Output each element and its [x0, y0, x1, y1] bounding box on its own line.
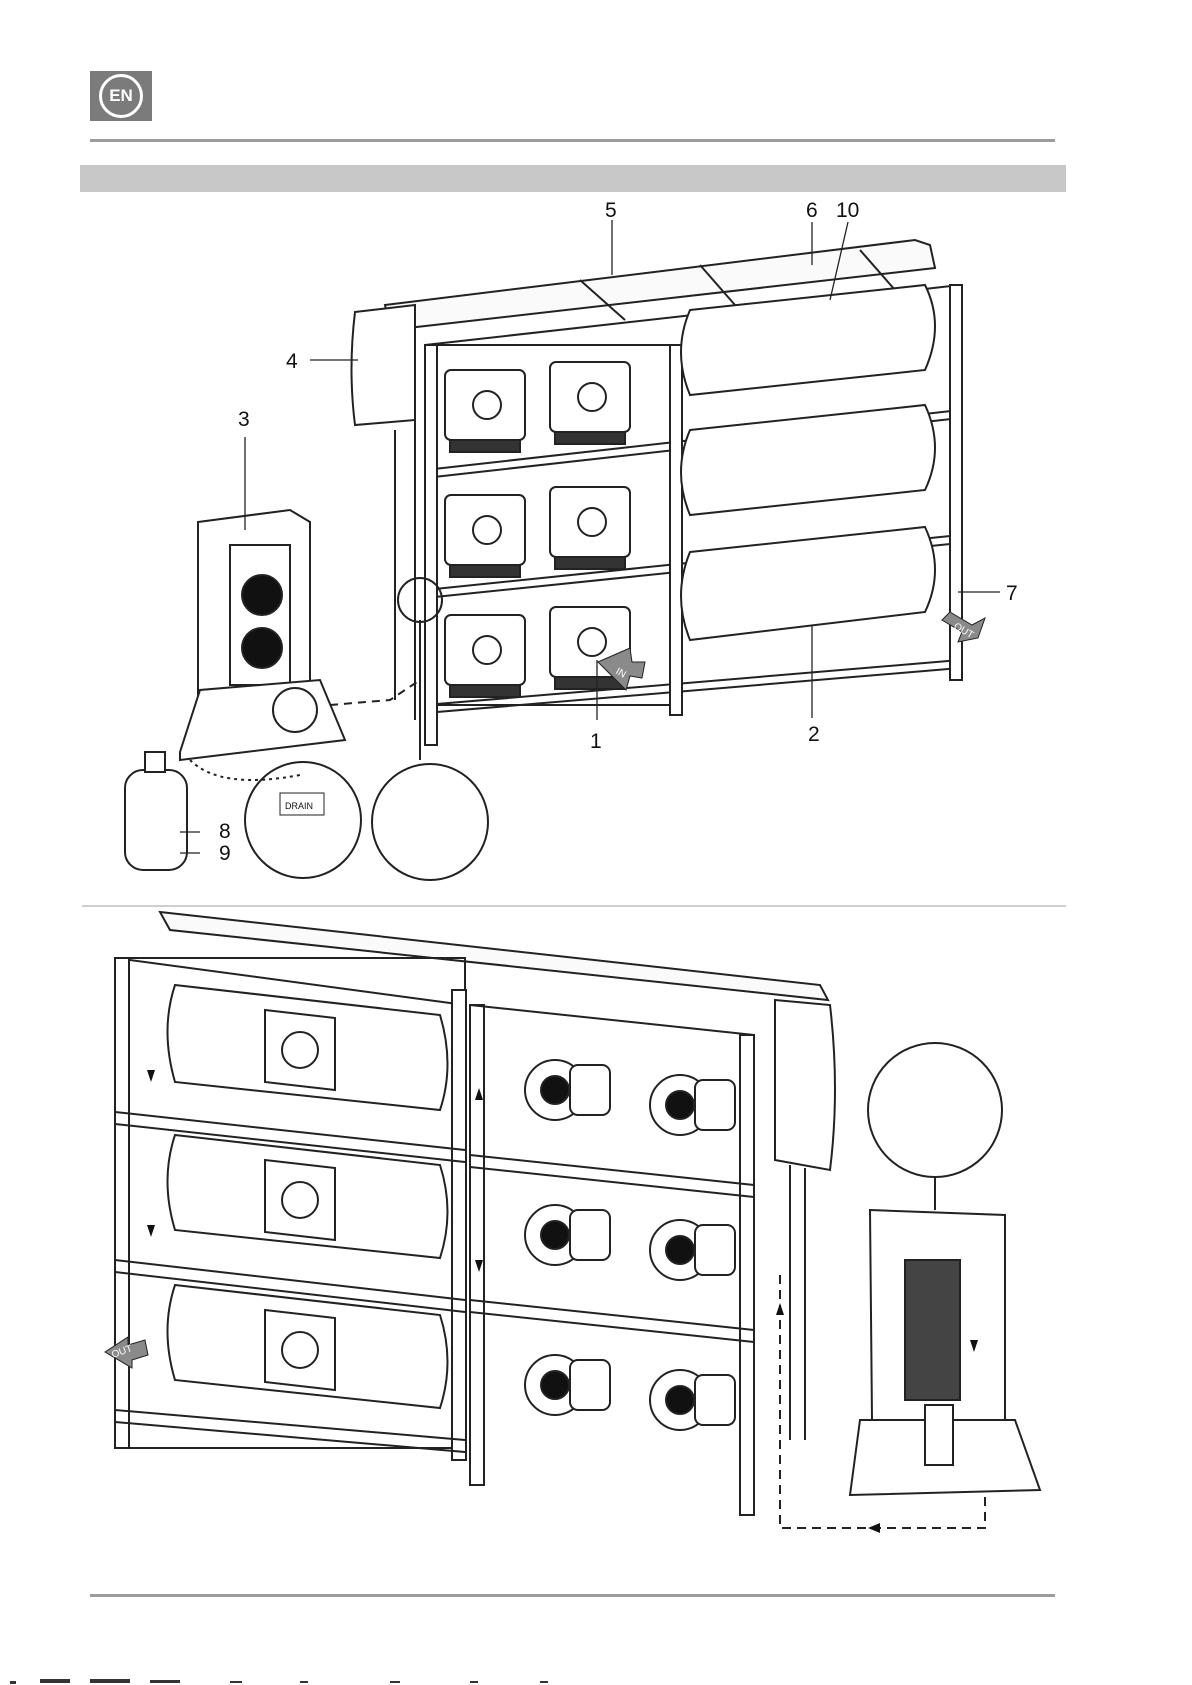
language-badge-label: EN — [99, 74, 143, 118]
callout-1: 1 — [590, 731, 602, 752]
callout-2: 2 — [808, 724, 820, 745]
bottom-assembly-illustration: OUT — [0, 905, 1192, 1585]
callout-9: 9 — [219, 843, 231, 864]
section-title-bar — [80, 165, 1066, 192]
callout-7: 7 — [1006, 583, 1018, 604]
top-assembly-illustration: IN OUT DRAIN — [0, 195, 1192, 895]
header-rule — [90, 139, 1055, 142]
callout-10: 10 — [836, 200, 859, 221]
language-badge: EN — [90, 71, 152, 121]
callout-5: 5 — [605, 200, 617, 221]
drain-detail-tag: DRAIN — [285, 801, 313, 811]
callout-3: 3 — [238, 409, 250, 430]
callout-6: 6 — [806, 200, 818, 221]
callout-8: 8 — [219, 821, 231, 842]
footer-rule — [90, 1594, 1055, 1597]
scan-artifact-strip — [0, 1672, 1192, 1685]
callout-4: 4 — [286, 351, 298, 372]
